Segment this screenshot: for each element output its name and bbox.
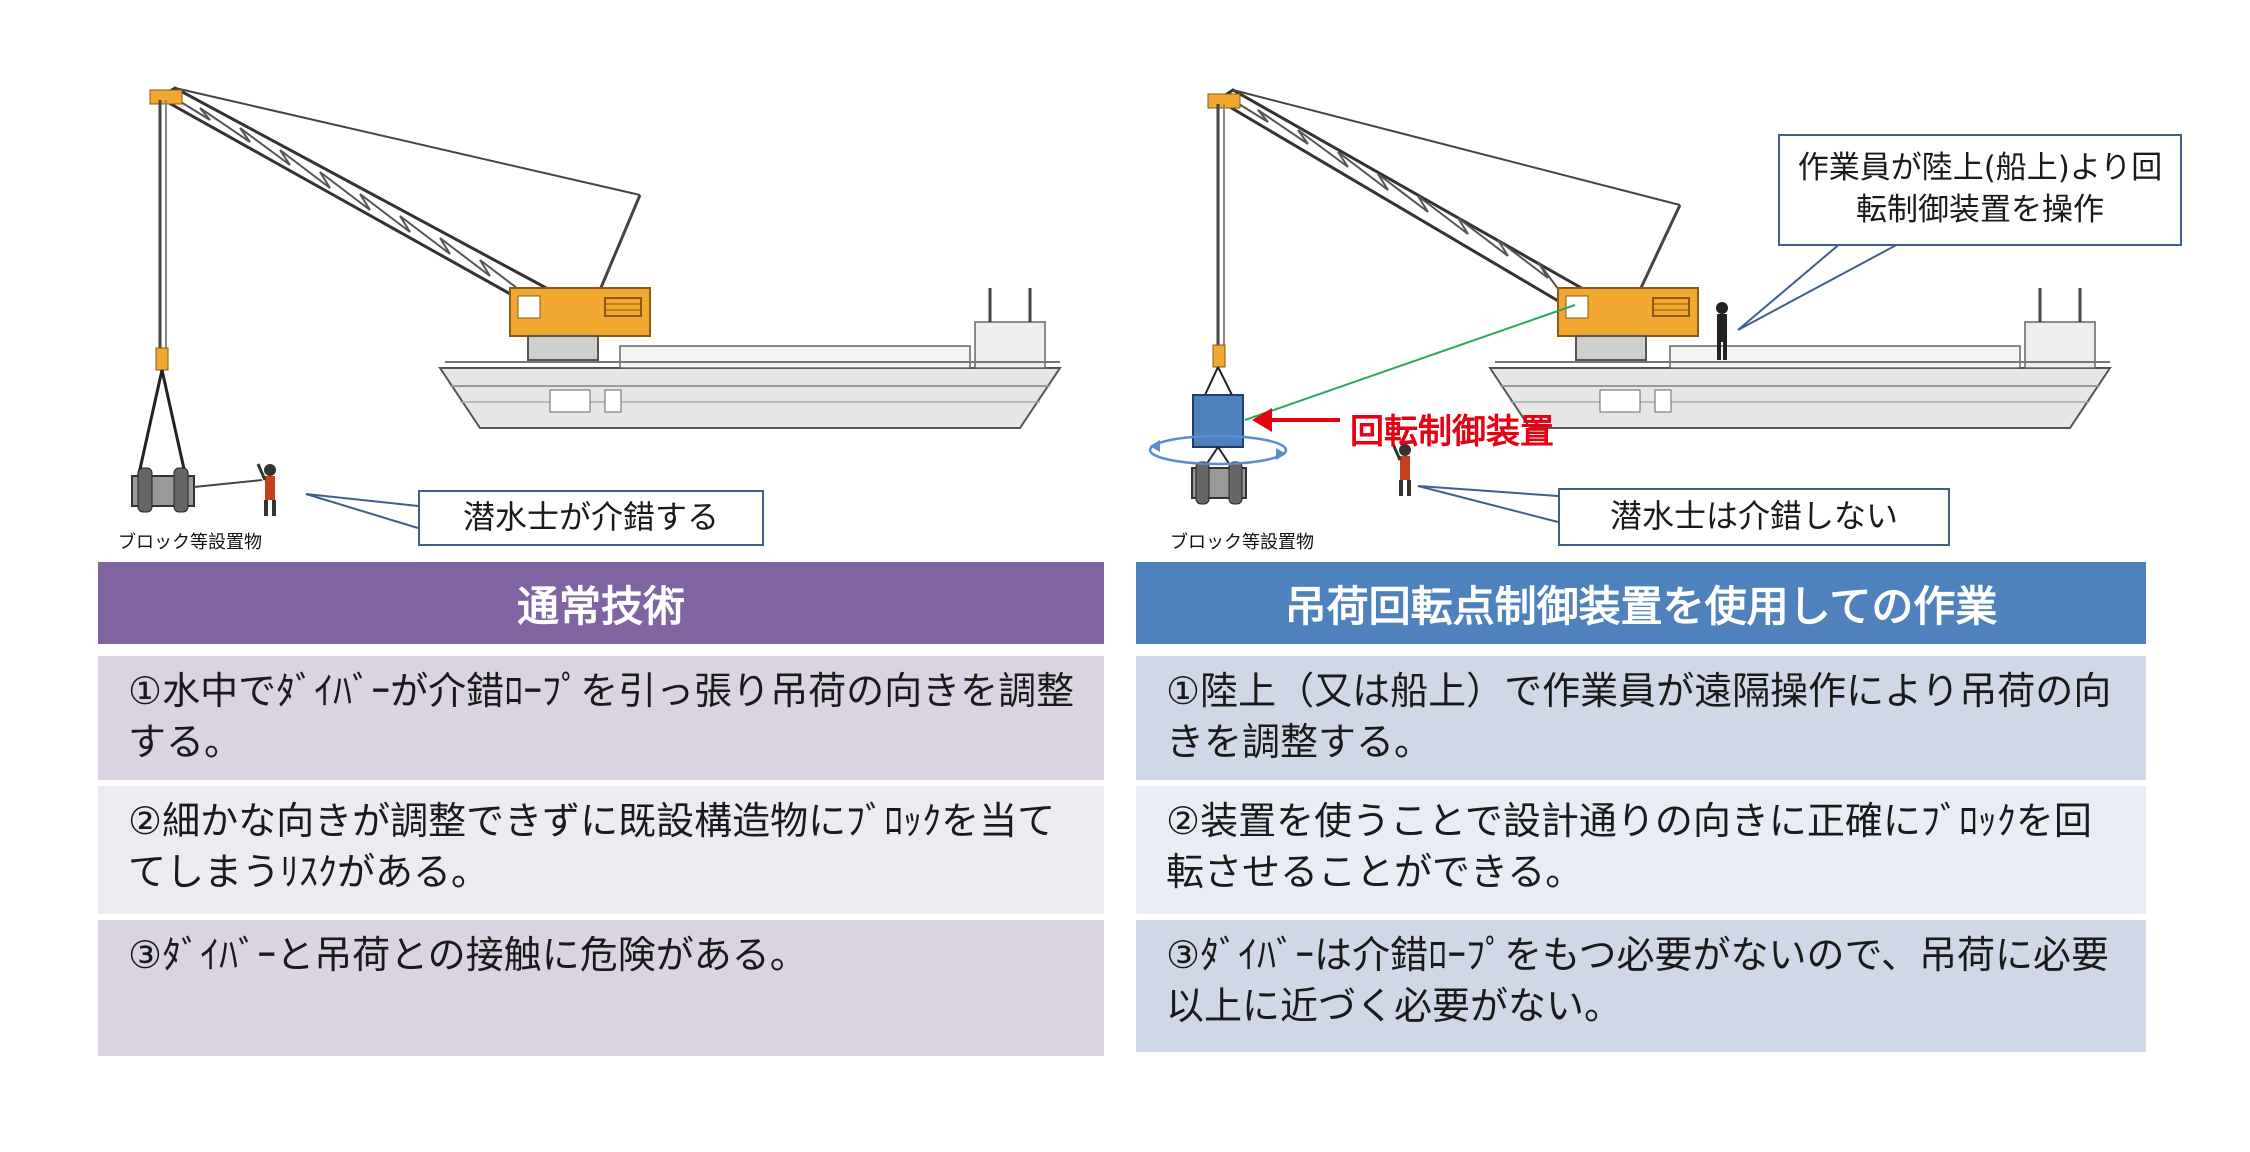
right-row-2: ②装置を使うことで設計通りの向きに正確にﾌﾞﾛｯｸを回転させることができる。 [1136,786,2146,914]
rotation-device [1192,394,1244,448]
left-callout-pointer [305,493,419,507]
right-crane [1148,88,1699,505]
operator-worker [1716,302,1728,360]
right-object-label: ブロック等設置物 [1170,532,1314,553]
device-label: 回転制御装置 [1350,412,1554,452]
left-crane [131,86,651,513]
left-header: 通常技術 [98,562,1104,644]
left-row-2: ②細かな向きが調整できずに既設構造物にﾌﾞﾛｯｸを当ててしまうﾘｽｸがある。 [98,786,1104,914]
left-object-label: ブロック等設置物 [118,532,262,553]
right-header: 吊荷回転点制御装置を使用しての作業 [1136,562,2146,644]
left-row-3: ③ﾀﾞｲﾊﾞｰと吊荷との接触に危険がある。 [98,920,1104,1056]
left-diver-callout: 潜水士が介錯する [418,490,764,546]
right-diver-callout: 潜水士は介錯しない [1558,488,1950,546]
operator-callout: 作業員が陸上(船上)より回転制御装置を操作 [1778,134,2182,246]
remote-signal-line [1244,304,1576,421]
right-row-3: ③ﾀﾞｲﾊﾞｰは介錯ﾛｰﾌﾟをもつ必要がないので、吊荷に必要以上に近づく必要がな… [1136,920,2146,1052]
right-row-1: ①陸上（又は船上）で作業員が遠隔操作により吊荷の向きを調整する。 [1136,656,2146,780]
left-row-1: ①水中でﾀﾞｲﾊﾞｰが介錯ﾛｰﾌﾟを引っ張り吊荷の向きを調整する。 [98,656,1104,780]
illustration-canvas [131,86,2112,529]
left-diver [256,462,278,518]
rotation-arrow-icon [1148,434,1288,466]
